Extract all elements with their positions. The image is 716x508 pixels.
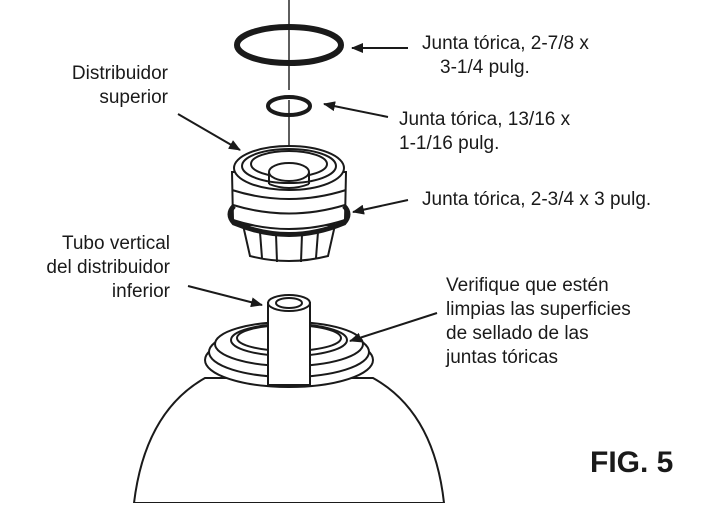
label-medium-o-ring: Junta tórica, 2-3/4 x 3 pulg. — [422, 189, 652, 210]
label-small-o-ring: Junta tórica, 13/16 x 1-1/16 pulg. — [399, 109, 571, 154]
figure-label: FIG. 5 — [590, 446, 674, 479]
label-top-distributor: Distribuidor superior — [71, 63, 168, 108]
arrow-small-o-ring — [323, 101, 389, 118]
arrow-riser-tube — [187, 285, 263, 308]
arrow-sealing-surfaces — [349, 312, 438, 343]
label-riser-tube: Tubo vertical del distribuidor inferior — [46, 233, 170, 302]
large-o-ring — [234, 24, 344, 66]
medium-o-ring — [227, 204, 351, 237]
label-large-o-ring: Junta tórica, 2-7/8 x 3-1/4 pulg. — [422, 33, 589, 78]
label-verify-sealing: Verifique que estén limpias las superfic… — [446, 275, 631, 368]
arrow-top-distributor — [177, 113, 241, 151]
arrow-medium-o-ring — [352, 199, 409, 215]
leader-arrows — [177, 43, 438, 343]
top-distributor-part — [230, 145, 348, 263]
riser-tube — [267, 294, 311, 386]
small-o-ring — [266, 95, 312, 117]
